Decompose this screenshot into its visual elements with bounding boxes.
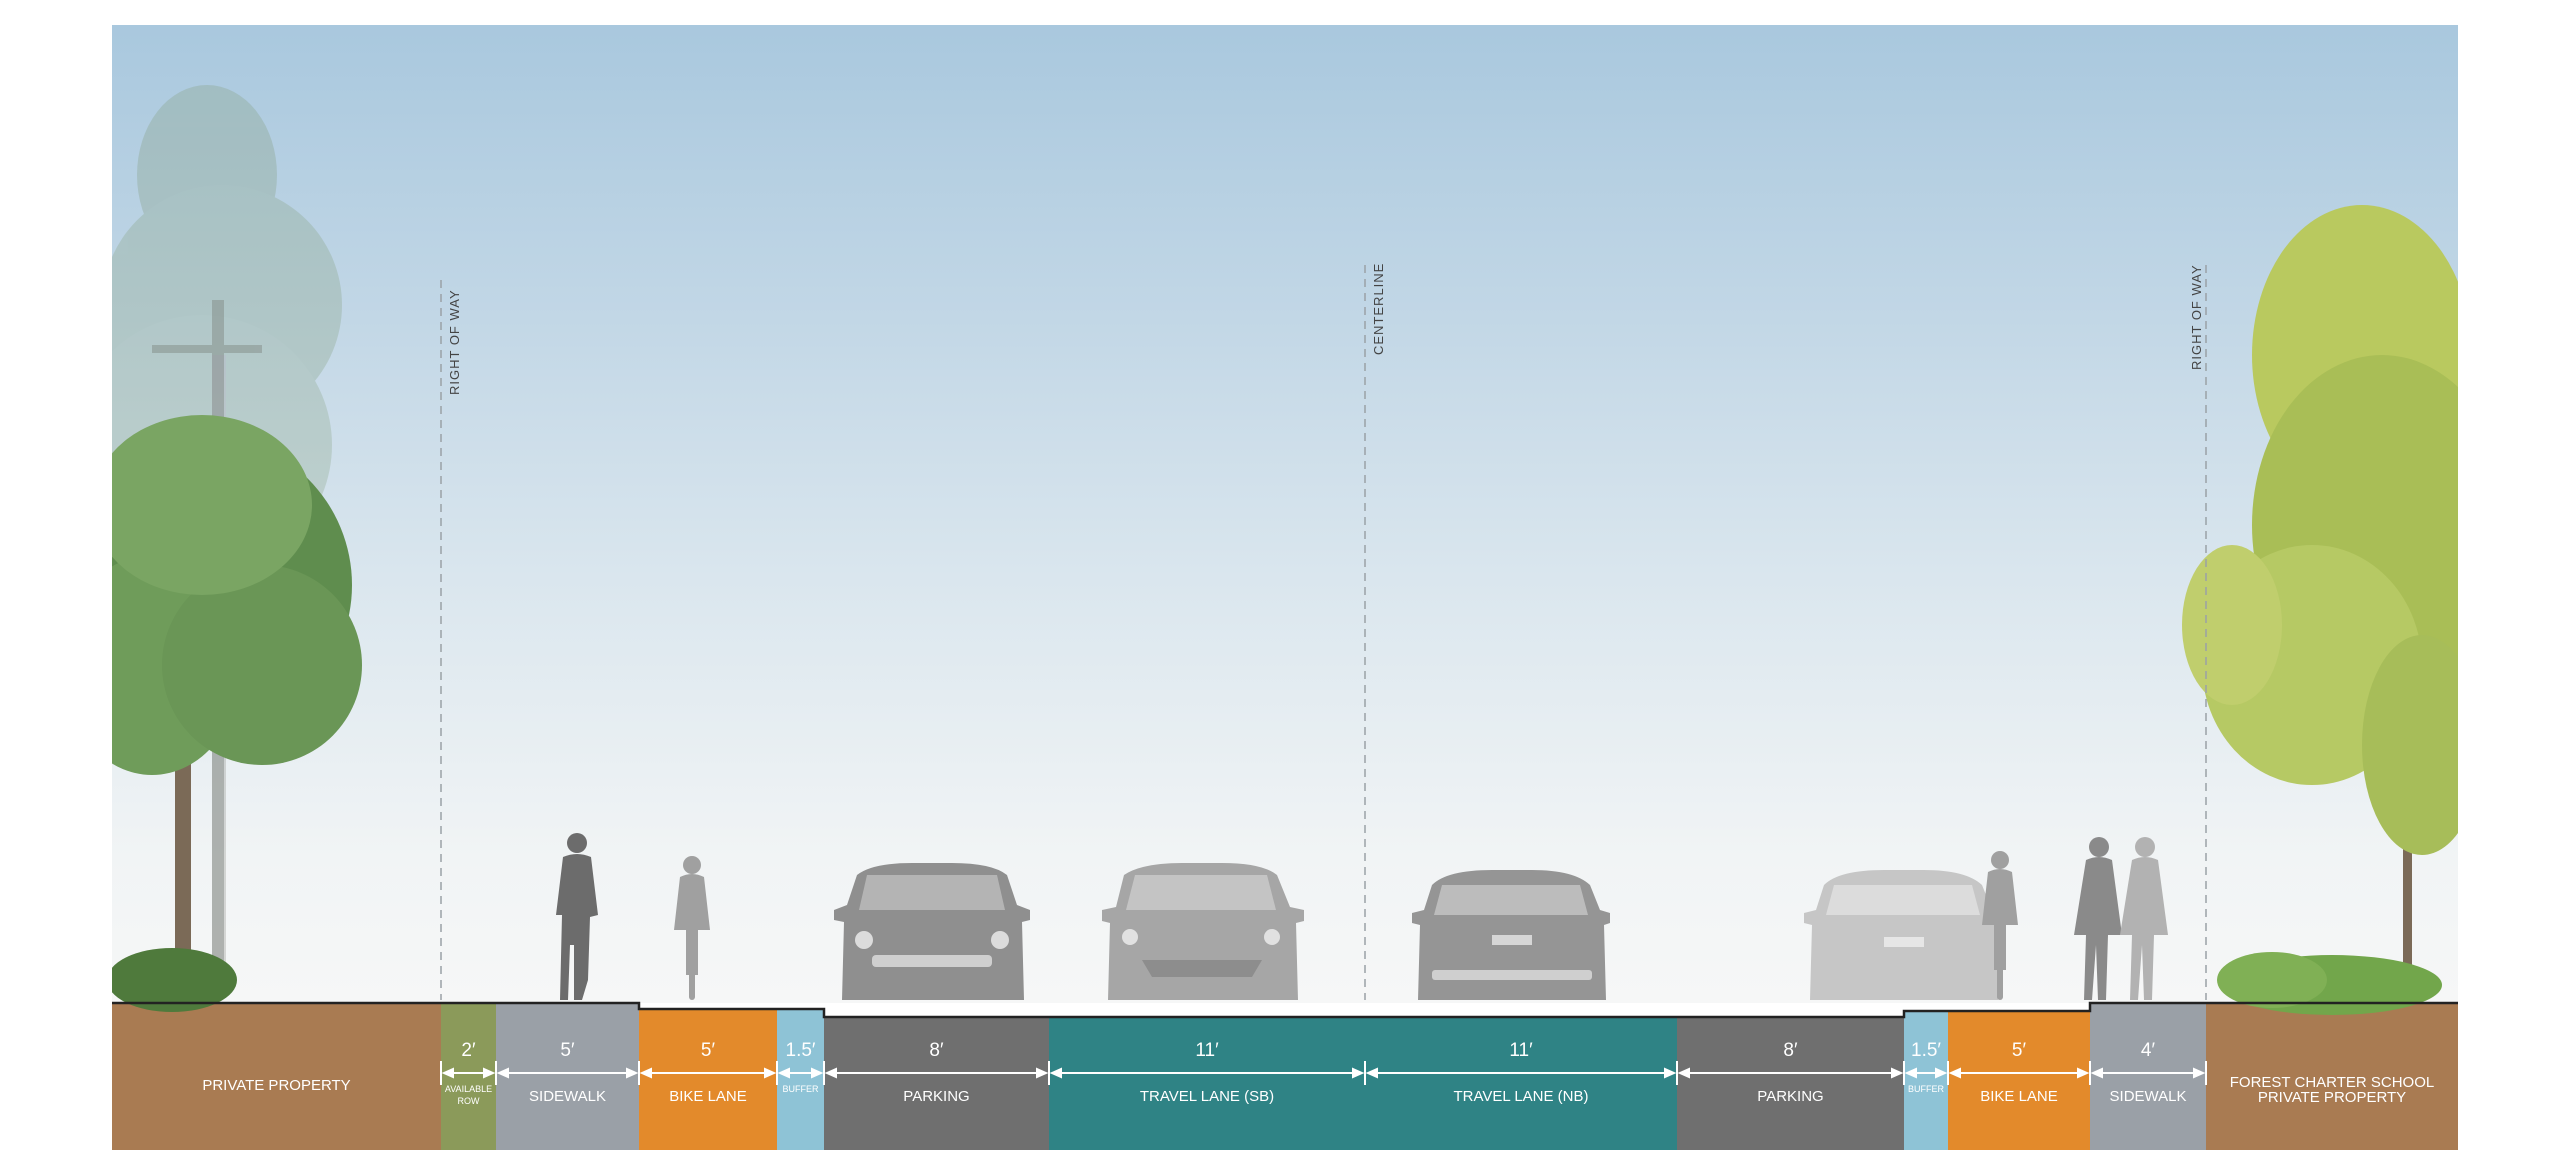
segment-label: SIDEWALK [529,1088,606,1105]
segment-parking: 8′ PARKING [1677,1017,1904,1150]
segment-dimension: 1.5′ [1911,1040,1941,1061]
street-cross-section: RIGHT OF WAY CENTERLINE RIGHT OF WAY PRI… [112,25,2458,1150]
segment-buffer: 1.5′ BUFFER [777,1009,824,1150]
dimension-arrowhead [1365,1067,1378,1079]
car-travel-nb [1412,870,1610,1000]
dimension-arrowhead [777,1067,790,1079]
private-property-left-label: PRIVATE PROPERTY [202,1077,351,1094]
dimension-arrowhead [811,1067,824,1079]
cyclist-left [674,856,710,1000]
dimension-arrows [440,1061,2207,1085]
segment-label: SIDEWALK [2109,1088,2187,1105]
dimension-arrowhead [1891,1067,1904,1079]
car-parked-right [1804,870,2002,1000]
segment-label: PARKING [903,1088,970,1105]
segment-label: TRAVEL LANE (SB) [1139,1088,1275,1105]
dimension-arrowhead [639,1067,652,1079]
segment-dimension: 2′ [461,1040,476,1061]
left-tree [112,415,362,1012]
dimension-arrowhead [824,1067,837,1079]
dimension-arrowhead [1352,1067,1365,1079]
dimension-arrowhead [496,1067,509,1079]
car-parked-left [834,863,1030,1000]
dimension-arrowhead [483,1067,496,1079]
dimension-arrowhead [2077,1067,2090,1079]
car-travel-sb [1102,863,1304,1000]
segment-label: AVAILABLE ROW [444,1084,493,1106]
segment-dimension: 8′ [1783,1040,1798,1061]
segment-label: TRAVEL LANE (NB) [1453,1088,1589,1105]
segment-label: BIKE LANE [1980,1088,2058,1105]
grade-line [112,1001,2458,1019]
dimension-arrowhead [441,1067,454,1079]
segment-dimension: 5′ [560,1040,575,1061]
sky-background [112,25,2458,1003]
dimension-arrowhead [1935,1067,1948,1079]
segment-dimension: 8′ [929,1040,944,1061]
segment-label: BUFFER [1908,1084,1944,1094]
dimension-arrowhead [1049,1067,1062,1079]
dimension-arrowhead [2193,1067,2206,1079]
pedestrians-right [2074,837,2168,1000]
segment-buffer: 1.5′ BUFFER [1904,1011,1948,1150]
cyclist-right [1982,851,2018,1000]
dimension-arrowhead [1904,1067,1917,1079]
segment-bike-lane: 5′ BIKE LANE [639,1009,777,1150]
segment-dimension: 11′ [1509,1040,1533,1061]
segment-dimension: 1.5′ [785,1040,816,1061]
pedestrian-left [556,833,598,1000]
private-property-right-label: FOREST CHARTER SCHOOL PRIVATE PROPERTY [2206,1075,2458,1105]
segment-dimension: 5′ [2011,1040,2027,1061]
segment-bike-lane: 5′ BIKE LANE [1948,1011,2090,1150]
dimension-arrowhead [626,1067,639,1079]
dimension-arrowhead [764,1067,777,1079]
segment-label: BUFFER [782,1084,819,1094]
segment-dimension: 4′ [2140,1040,2156,1061]
dimension-arrowhead [1677,1067,1690,1079]
dimension-arrowhead [1948,1067,1961,1079]
segment-label: PARKING [1757,1088,1824,1105]
private-property-right: FOREST CHARTER SCHOOL PRIVATE PROPERTY [2206,1003,2458,1150]
segment-sidewalk: 5′ SIDEWALK [496,1003,639,1150]
dimension-arrowhead [1664,1067,1677,1079]
dimension-arrowhead [1036,1067,1049,1079]
segment-dimension: 11′ [1195,1040,1219,1061]
school-name: FOREST CHARTER SCHOOL [2229,1074,2435,1091]
segment-label: BIKE LANE [669,1088,747,1105]
segment-parking: 8′ PARKING [824,1017,1049,1150]
segment-travel-lane-nb: 11′ TRAVEL LANE (NB) [1365,1017,1677,1150]
segment-dimension: 5′ [700,1040,716,1061]
segment-travel-lane-sb: 11′ TRAVEL LANE (SB) [1049,1017,1365,1150]
private-property-left: PRIVATE PROPERTY [112,1003,441,1150]
segment-sidewalk: 4′ SIDEWALK [2090,1003,2206,1150]
private-property-right-text: PRIVATE PROPERTY [2257,1089,2407,1106]
right-tree [2182,205,2458,1015]
section-illustration [112,85,2458,1085]
dimension-arrowhead [2090,1067,2103,1079]
